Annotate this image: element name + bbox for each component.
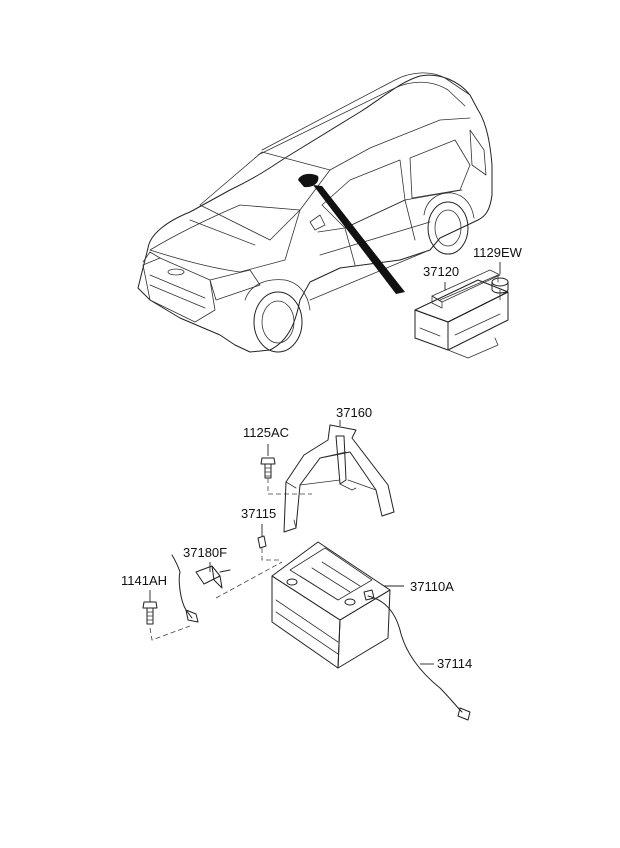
label-37115: 37115 — [241, 506, 276, 521]
battery-clamp — [257, 535, 267, 549]
battery — [271, 541, 391, 669]
label-1125ac: 1125AC — [243, 425, 289, 440]
leader-lines — [149, 262, 501, 665]
label-37110a: 37110A — [410, 579, 454, 594]
label-1129ew: 1129EW — [473, 245, 523, 260]
location-callout-wedge — [313, 185, 405, 294]
sensor-dashed-guide — [215, 561, 283, 599]
sensor-bolt-dashed-guide — [149, 625, 191, 641]
ground-cable — [363, 589, 471, 721]
label-1141ah: 1141AH — [121, 573, 167, 588]
sensor-bolt — [142, 601, 158, 625]
battery-bracket — [283, 424, 395, 533]
clamp-dashed-guide — [261, 548, 280, 561]
battery-sensor — [171, 554, 231, 623]
label-37160: 37160 — [336, 405, 372, 420]
label-37114: 37114 — [437, 656, 472, 671]
bracket-bolt — [260, 457, 276, 479]
label-37180f: 37180F — [183, 545, 227, 560]
label-37120: 37120 — [423, 264, 459, 279]
bolt-dashed-guide — [267, 478, 312, 495]
vehicle-illustration — [137, 72, 493, 353]
control-module — [414, 269, 509, 359]
module-location-marker — [298, 173, 319, 188]
nut — [491, 277, 509, 301]
